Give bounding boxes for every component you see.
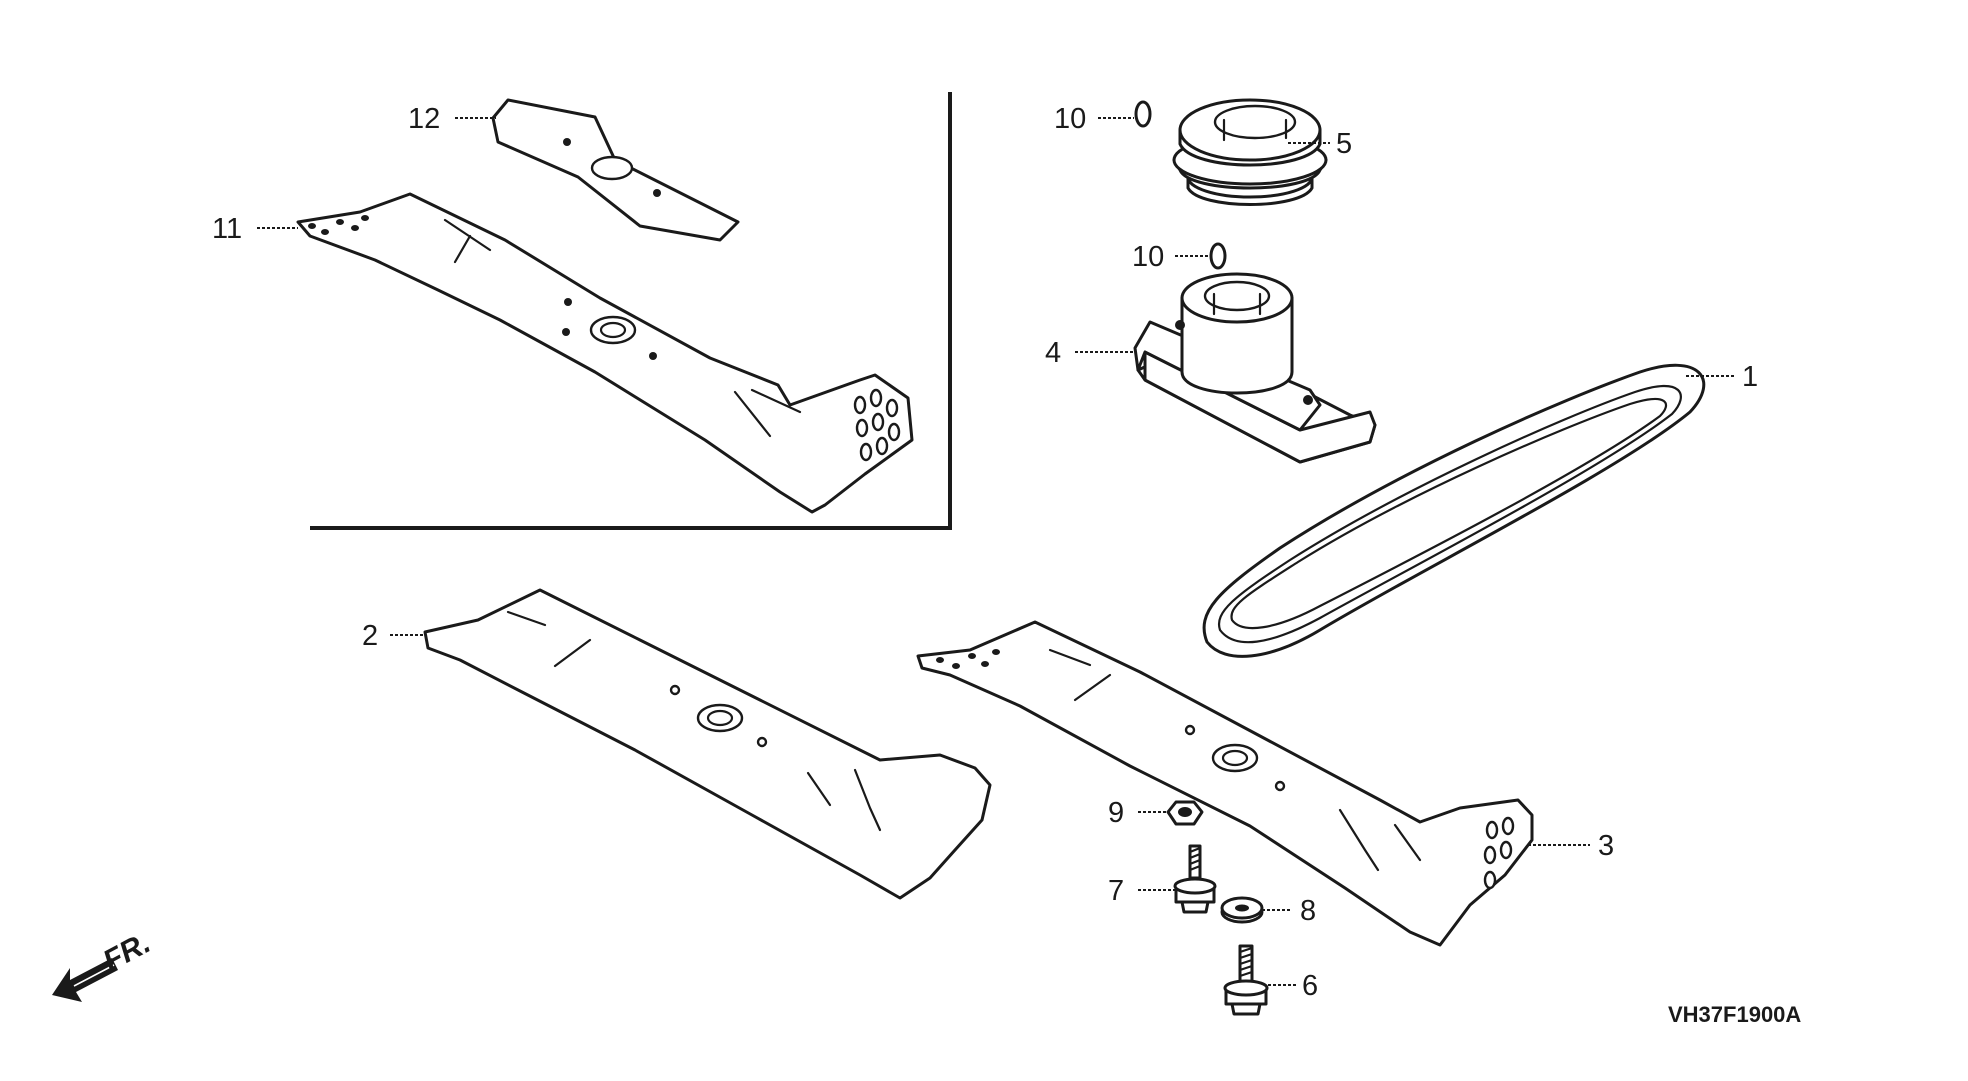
callout-10-upper: 10 [1054,103,1086,135]
part-12-plate[interactable] [491,98,740,242]
part-2-blade[interactable] [423,588,992,900]
part-11-blade[interactable] [296,192,914,514]
part-6-bolt[interactable] [1223,944,1269,1016]
callout-3: 3 [1598,830,1614,862]
callout-6: 6 [1302,970,1318,1002]
callout-7: 7 [1108,875,1124,907]
diagram-code: VH37F1900A [1668,1002,1801,1027]
part-3-blade[interactable] [916,620,1534,947]
part-10-key-lower[interactable] [1209,242,1227,270]
inset-frame [310,92,952,530]
callout-5: 5 [1336,128,1352,160]
callout-12: 12 [408,103,440,135]
part-5-pulley[interactable] [1172,98,1328,206]
callout-10-lower: 10 [1132,241,1164,273]
callout-1: 1 [1742,361,1758,393]
callout-2: 2 [362,620,378,652]
part-9-nut[interactable] [1166,800,1204,826]
part-1-v-belt[interactable] [1202,363,1706,658]
callout-11: 11 [212,213,242,245]
part-10-key-upper[interactable] [1134,100,1152,128]
part-7-bolt[interactable] [1173,844,1217,914]
callout-4: 4 [1045,337,1061,369]
arrow-down-left-icon [52,958,118,1002]
callout-9: 9 [1108,797,1124,829]
part-4-blade-holder[interactable] [1133,272,1377,464]
callout-8: 8 [1300,895,1316,927]
part-8-washer[interactable] [1220,896,1264,924]
